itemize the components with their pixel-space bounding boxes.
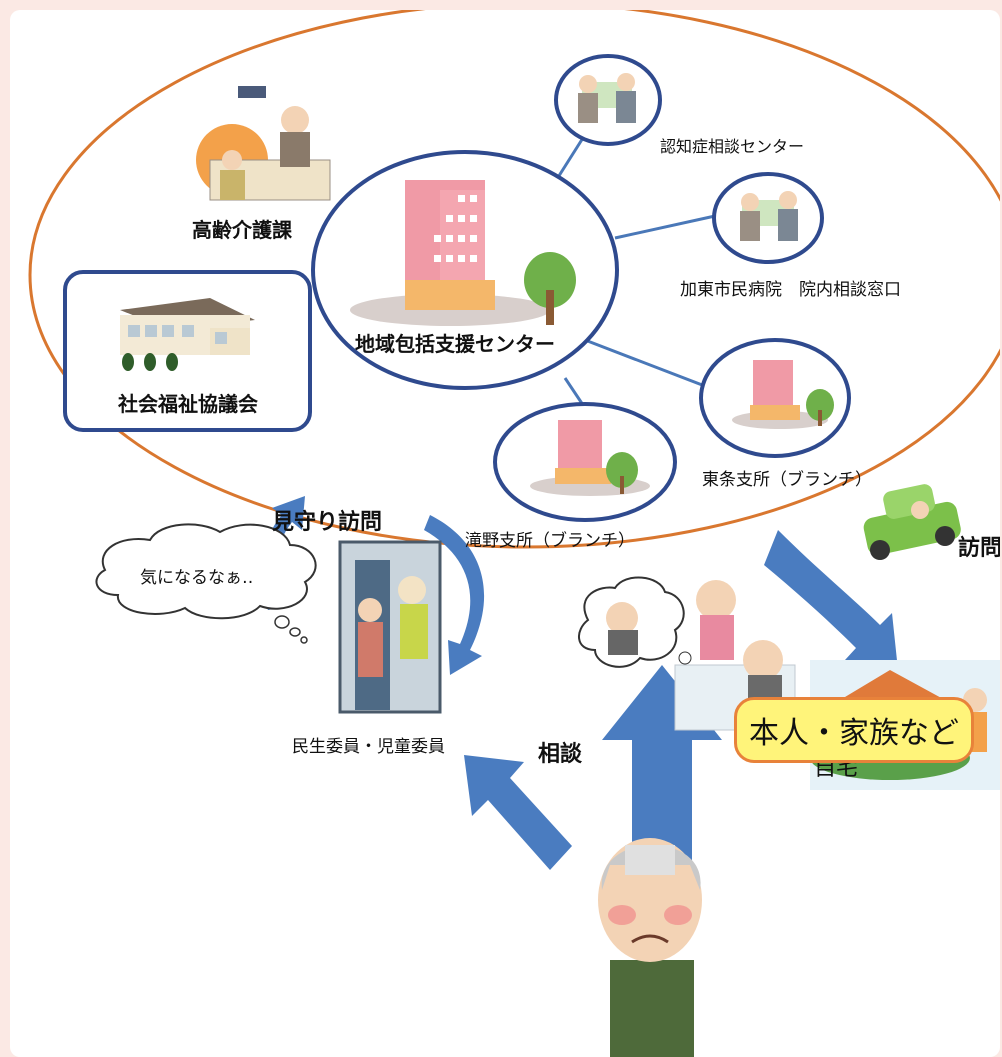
thought-bubble	[95, 523, 317, 644]
tojo-building-icon	[732, 360, 834, 429]
consult-left-arrow	[464, 755, 572, 870]
person-family-label-box: 本人・家族など	[734, 697, 974, 763]
tojo-branch-label: 東条支所（ブランチ）	[702, 470, 872, 490]
visit-arrow	[764, 530, 898, 670]
welfare-house-icon	[120, 298, 255, 371]
center-label: 地域包括支援センター	[355, 332, 555, 356]
elderly-person-icon	[598, 838, 702, 1057]
takino-building-icon	[530, 420, 650, 496]
thought-bubble-text: 気になるなぁ‥	[140, 568, 254, 588]
person-family-label: 本人・家族など	[749, 716, 959, 751]
diagram-canvas: 地域包括支援センター 高齢介護課 社会福祉協議会 認知症相談センター 加東市民病…	[10, 10, 1000, 1057]
consult-label: 相談	[538, 742, 583, 767]
commissioner-visit-icon	[338, 540, 442, 714]
center-building-icon	[350, 180, 576, 326]
consultation-people-icon	[578, 73, 636, 123]
commissioner-label: 民生委員・児童委員	[292, 737, 445, 757]
welfare-council-label: 社会福祉協議会	[118, 392, 258, 416]
takino-branch-label: 滝野支所（ブランチ）	[465, 531, 635, 551]
car-icon	[863, 484, 961, 560]
hospital-label: 加東市民病院 院内相談窓口	[680, 280, 901, 300]
hospital-consultation-icon	[740, 191, 798, 241]
visit-label: 訪問	[958, 536, 1000, 561]
watch-visit-label: 見守り訪問	[272, 510, 383, 535]
dementia-center-label: 認知症相談センター	[660, 137, 805, 156]
elderly-care-counter-icon	[196, 86, 331, 201]
elderly-care-label: 高齢介護課	[192, 218, 292, 242]
outer-ellipse	[28, 10, 1000, 549]
